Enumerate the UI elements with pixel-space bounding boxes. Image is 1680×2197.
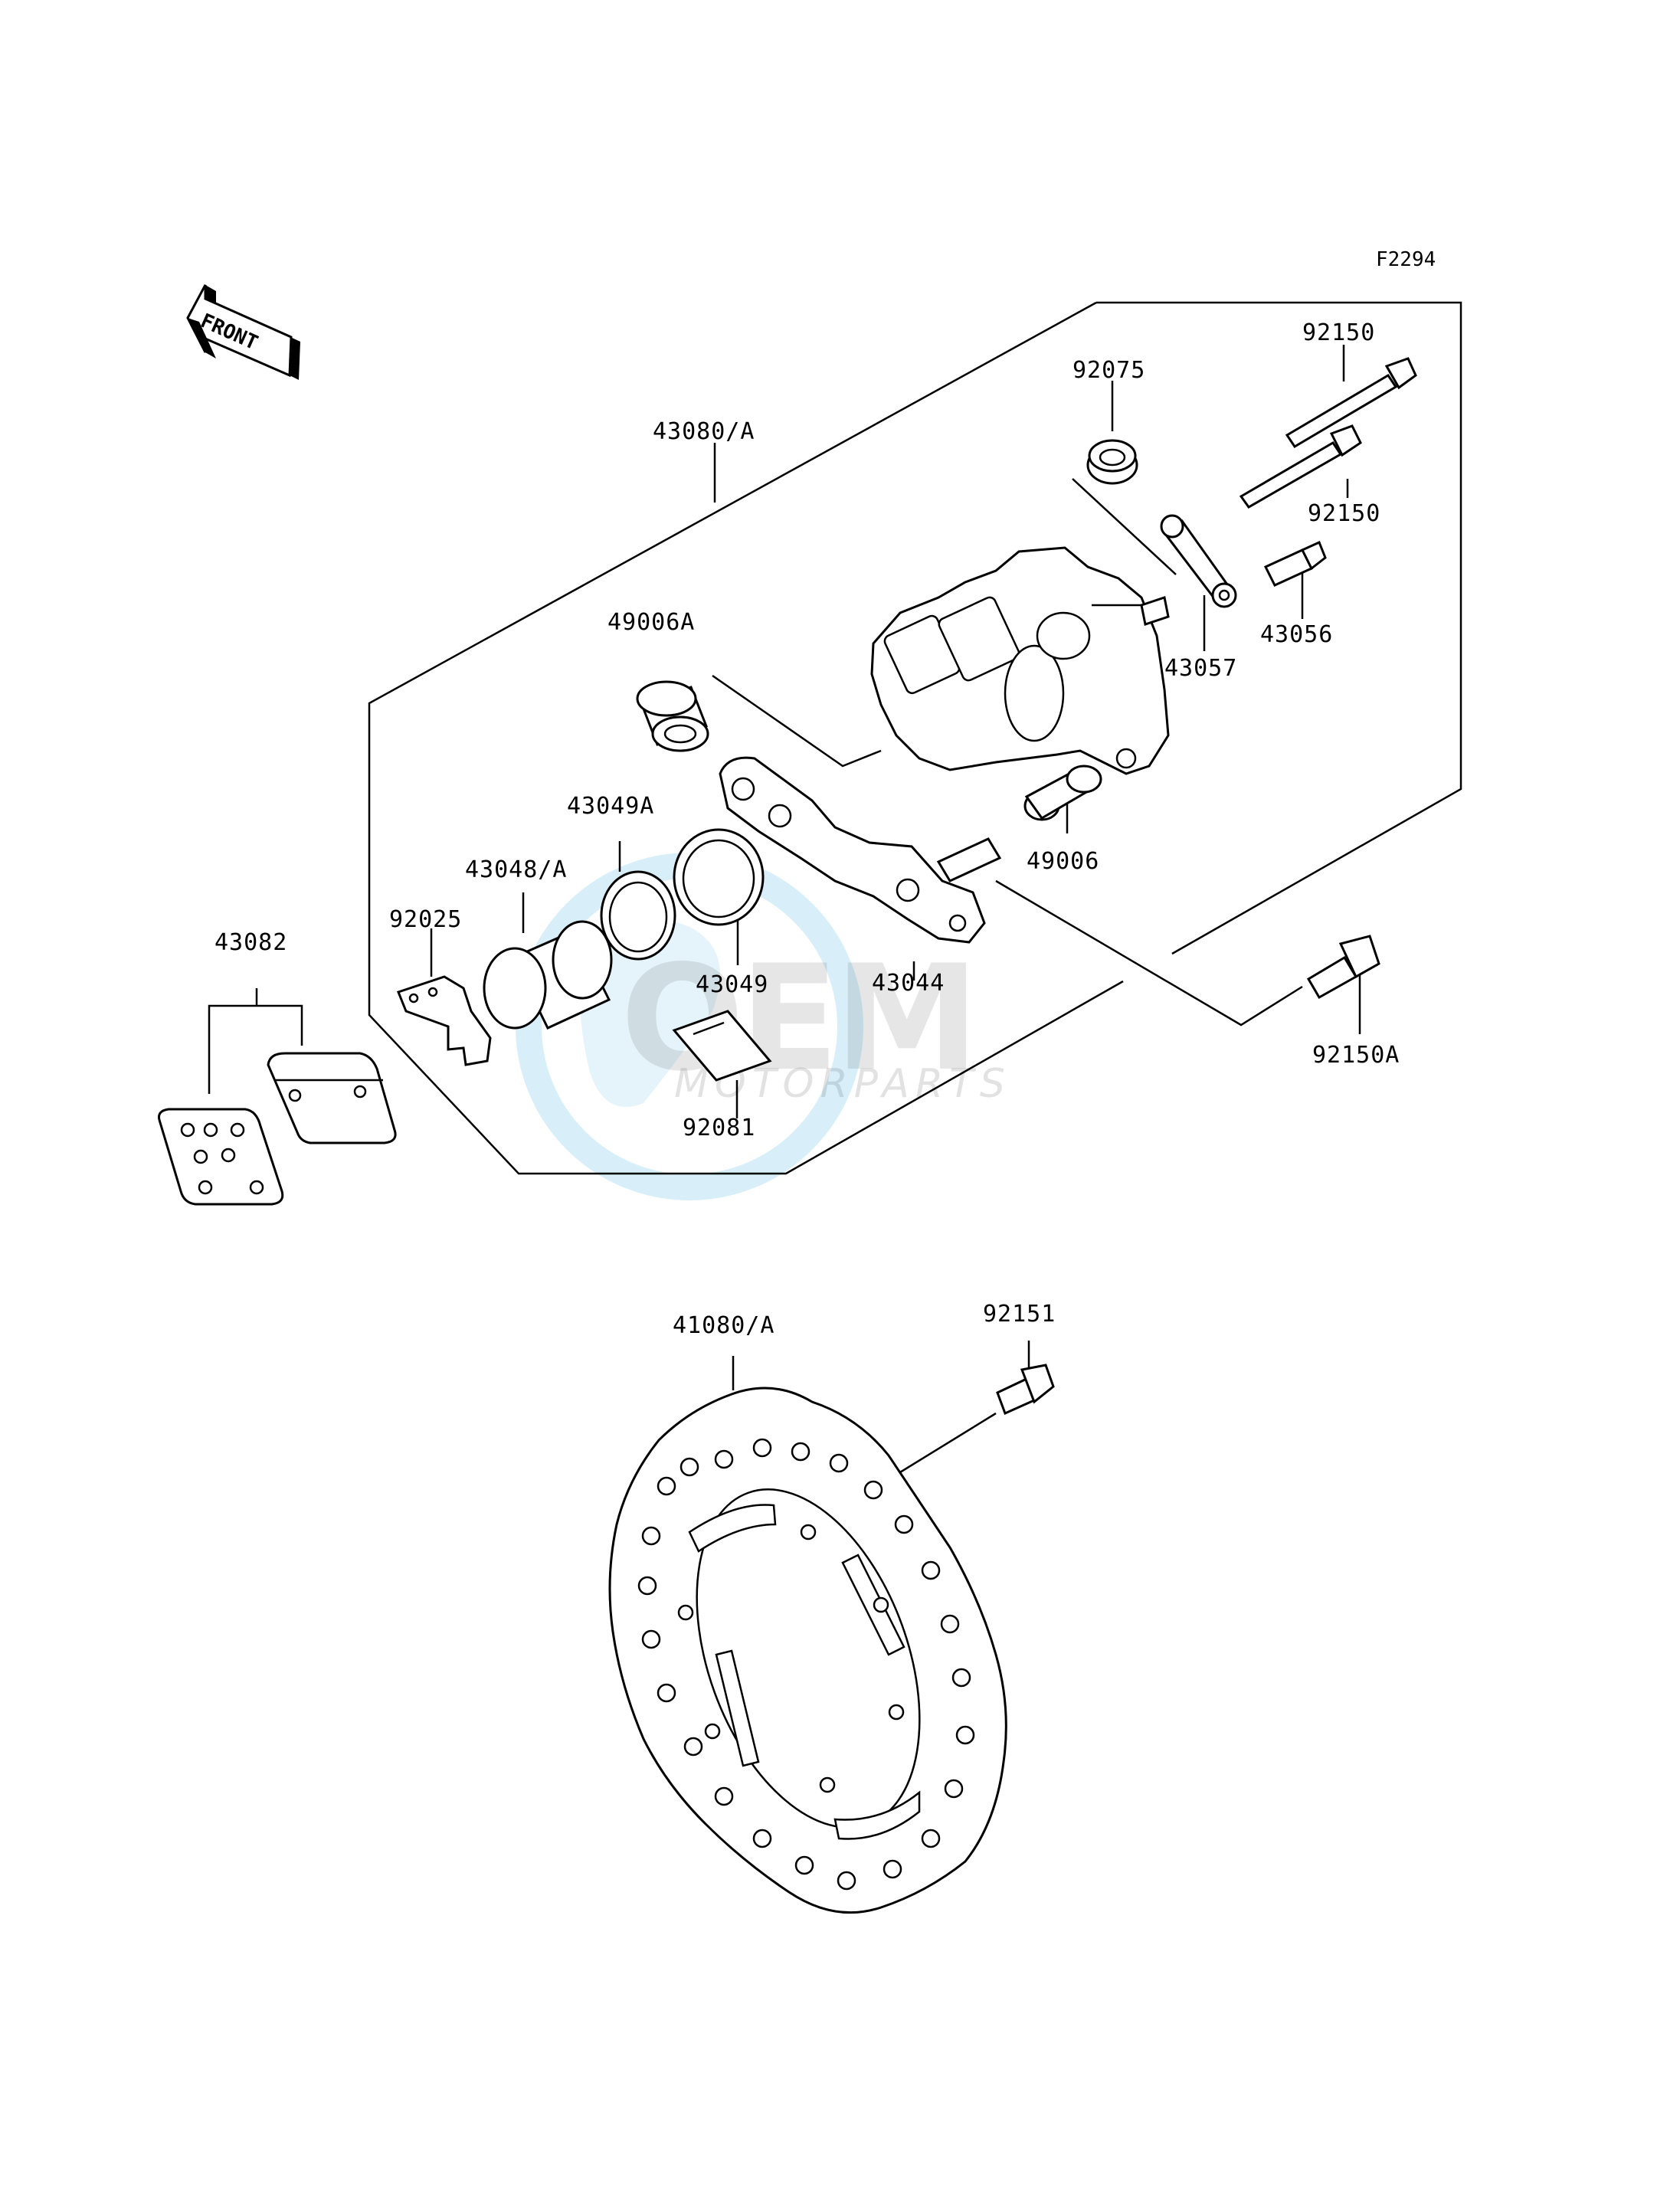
part-92150-pin-lower [1239,424,1362,509]
label-92075: 92075 [1073,357,1145,384]
label-49006: 49006 [1027,848,1099,875]
label-43044: 43044 [872,970,945,997]
caliper-assembly-outline [1096,301,1462,955]
label-43048A: 43048/A [465,856,567,883]
label-92081: 92081 [683,1115,755,1141]
label-43057: 43057 [1164,655,1237,682]
part-92025-spring [397,975,492,1066]
oem-motorparts-watermark: OEM MOTORPARTS [516,853,1005,1200]
part-labels: 43080/A 92075 92150 92150 49006A 43056 4… [215,319,1400,1339]
label-92150-top: 92150 [1302,319,1375,346]
label-43082: 43082 [215,929,287,956]
label-43056: 43056 [1260,621,1333,648]
part-caliper-body [870,546,1170,775]
part-49006-boot [1023,765,1102,821]
caliper-assembly-outline-left [368,301,1124,1175]
label-49006A: 49006A [607,609,695,636]
part-43057-clip [1140,514,1237,626]
leader-lines [208,345,1361,1476]
label-92150A: 92150A [1312,1042,1400,1069]
front-arrow-icon: FRONT [186,284,300,380]
label-43049A: 43049A [567,793,654,820]
label-92150-mid: 92150 [1308,500,1380,527]
part-41080A-brake-disc [608,1387,1007,1914]
watermark-brand: OEM [621,934,974,1103]
label-92151: 92151 [983,1301,1056,1328]
reference-code: F2294 [1376,248,1436,271]
part-92151-bolt [996,1364,1055,1416]
part-43049A-seal [600,870,676,961]
part-92150A-bolt [1306,935,1380,1000]
label-92025: 92025 [389,906,462,933]
part-49006A-boot [636,680,709,752]
part-43048A-piston [483,920,613,1030]
label-41080A: 41080/A [673,1312,775,1339]
part-43049-seal [673,828,765,926]
part-43082-brake-pads [158,1052,397,1206]
part-92150-pin-upper [1285,357,1417,449]
part-92081-shim [672,1010,772,1082]
label-43049: 43049 [696,971,768,998]
part-43056-bleeder-valve [1263,540,1327,587]
part-92075-bushing [1086,439,1138,485]
part-43044-bracket [719,756,1002,944]
label-43080A: 43080/A [653,418,755,445]
